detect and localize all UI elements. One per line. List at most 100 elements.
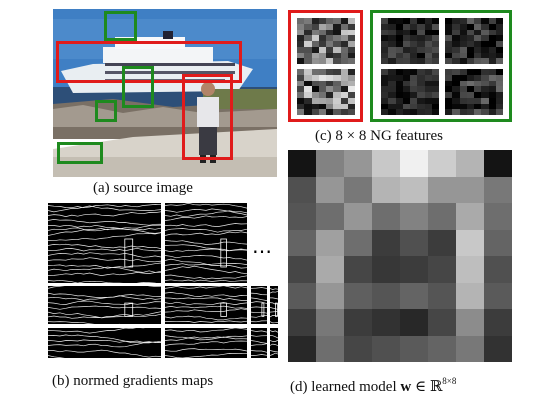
feature-pixel: [460, 30, 467, 35]
feature-pixel: [496, 98, 503, 104]
feature-pixel: [460, 98, 467, 104]
gradient-map-row2-a: [48, 286, 161, 324]
gradient-edge: [48, 205, 161, 213]
feature-pixel: [326, 109, 333, 115]
feature-pixel: [496, 18, 503, 24]
feature-pixel: [333, 41, 341, 47]
learned-model-grid: [288, 150, 512, 362]
background-box-3: [95, 100, 117, 122]
gradient-edge: [48, 224, 161, 236]
feature-pixel: [460, 104, 467, 109]
gradient-edge: [270, 343, 278, 346]
feature-pixel: [489, 35, 496, 41]
feature-tile-pos-2: [297, 69, 355, 115]
feature-pixel: [333, 104, 341, 109]
feature-tile-pos-1: [297, 18, 355, 64]
feature-pixel: [326, 98, 333, 104]
caption-learned-model-prefix: (d) learned model: [290, 379, 401, 395]
feature-pixel: [417, 58, 425, 64]
feature-pixel: [474, 41, 481, 47]
feature-pixel: [396, 86, 403, 92]
gradient-edge: [165, 258, 247, 269]
feature-pixel: [381, 18, 388, 24]
feature-pixel: [312, 18, 319, 24]
feature-pixel: [304, 41, 312, 47]
feature-pixel: [348, 24, 355, 30]
feature-pixel: [403, 30, 410, 35]
feature-pixel: [381, 98, 388, 104]
learned-model-cell: [484, 336, 512, 362]
learned-model-cell: [316, 177, 344, 203]
gradient-edge: [48, 270, 161, 276]
gradient-edge: [251, 315, 267, 318]
feature-pixel: [326, 81, 333, 86]
gradient-edge: [165, 240, 247, 245]
gradient-figure: [220, 302, 227, 317]
feature-pixel: [348, 35, 355, 41]
negative-features-frame: [370, 10, 512, 122]
learned-model-cell: [400, 203, 428, 230]
learned-model-cell: [456, 203, 484, 230]
learned-model-cell: [288, 230, 316, 256]
caption-learned-model-w: w: [400, 379, 412, 395]
gradient-edge: [270, 330, 278, 333]
feature-pixel: [425, 58, 432, 64]
gradient-edge: [48, 341, 161, 348]
feature-pixel: [425, 104, 432, 109]
feature-pixel: [341, 35, 348, 41]
feature-pixel: [348, 41, 355, 47]
feature-pixel: [297, 30, 304, 35]
feature-pixel: [403, 47, 410, 53]
gradient-edge: [251, 330, 267, 333]
learned-model-cell: [400, 336, 428, 362]
feature-pixel: [396, 24, 403, 30]
feature-pixel: [348, 69, 355, 75]
feature-pixel: [348, 53, 355, 58]
feature-pixel: [425, 98, 432, 104]
feature-pixel: [396, 35, 403, 41]
feature-pixel: [403, 18, 410, 24]
gradient-figure: [261, 302, 265, 317]
learned-model-cell: [400, 150, 428, 177]
feature-pixel: [312, 104, 319, 109]
gradient-map-row3-a: [48, 328, 161, 358]
feature-pixel: [326, 35, 333, 41]
feature-pixel: [388, 58, 396, 64]
feature-pixel: [312, 41, 319, 47]
feature-pixel: [445, 86, 452, 92]
feature-pixel: [489, 109, 496, 115]
feature-pixel: [460, 47, 467, 53]
gradient-edge: [48, 219, 161, 226]
feature-pixel: [341, 104, 348, 109]
feature-pixel: [432, 104, 439, 109]
learned-model-cell: [428, 230, 456, 256]
learned-model-cell: [484, 150, 512, 177]
feature-pixel: [304, 86, 312, 92]
gradient-edge: [165, 320, 247, 323]
feature-pixel: [467, 30, 474, 35]
ellipsis: …: [252, 234, 273, 258]
feature-pixel: [452, 35, 460, 41]
feature-pixel: [403, 35, 410, 41]
feature-pixel: [460, 81, 467, 86]
learned-model-cell: [288, 336, 316, 362]
feature-pixel: [474, 24, 481, 30]
gradient-edge: [251, 340, 267, 344]
feature-pixel: [381, 58, 388, 64]
learned-model-cell: [372, 230, 400, 256]
feature-pixel: [326, 24, 333, 30]
feature-pixel: [460, 41, 467, 47]
gradient-map-row2-b: [165, 286, 247, 324]
feature-pixel: [432, 30, 439, 35]
gradient-edge: [48, 279, 157, 283]
feature-pixel: [297, 69, 304, 75]
learned-model-cell: [344, 203, 372, 230]
feature-pixel: [396, 41, 403, 47]
feature-pixel: [333, 58, 341, 64]
feature-pixel: [452, 47, 460, 53]
feature-pixel: [496, 69, 503, 75]
learned-model-cell: [484, 177, 512, 203]
feature-pixel: [326, 47, 333, 53]
feature-pixel: [410, 75, 417, 81]
gradient-edge: [251, 297, 267, 301]
